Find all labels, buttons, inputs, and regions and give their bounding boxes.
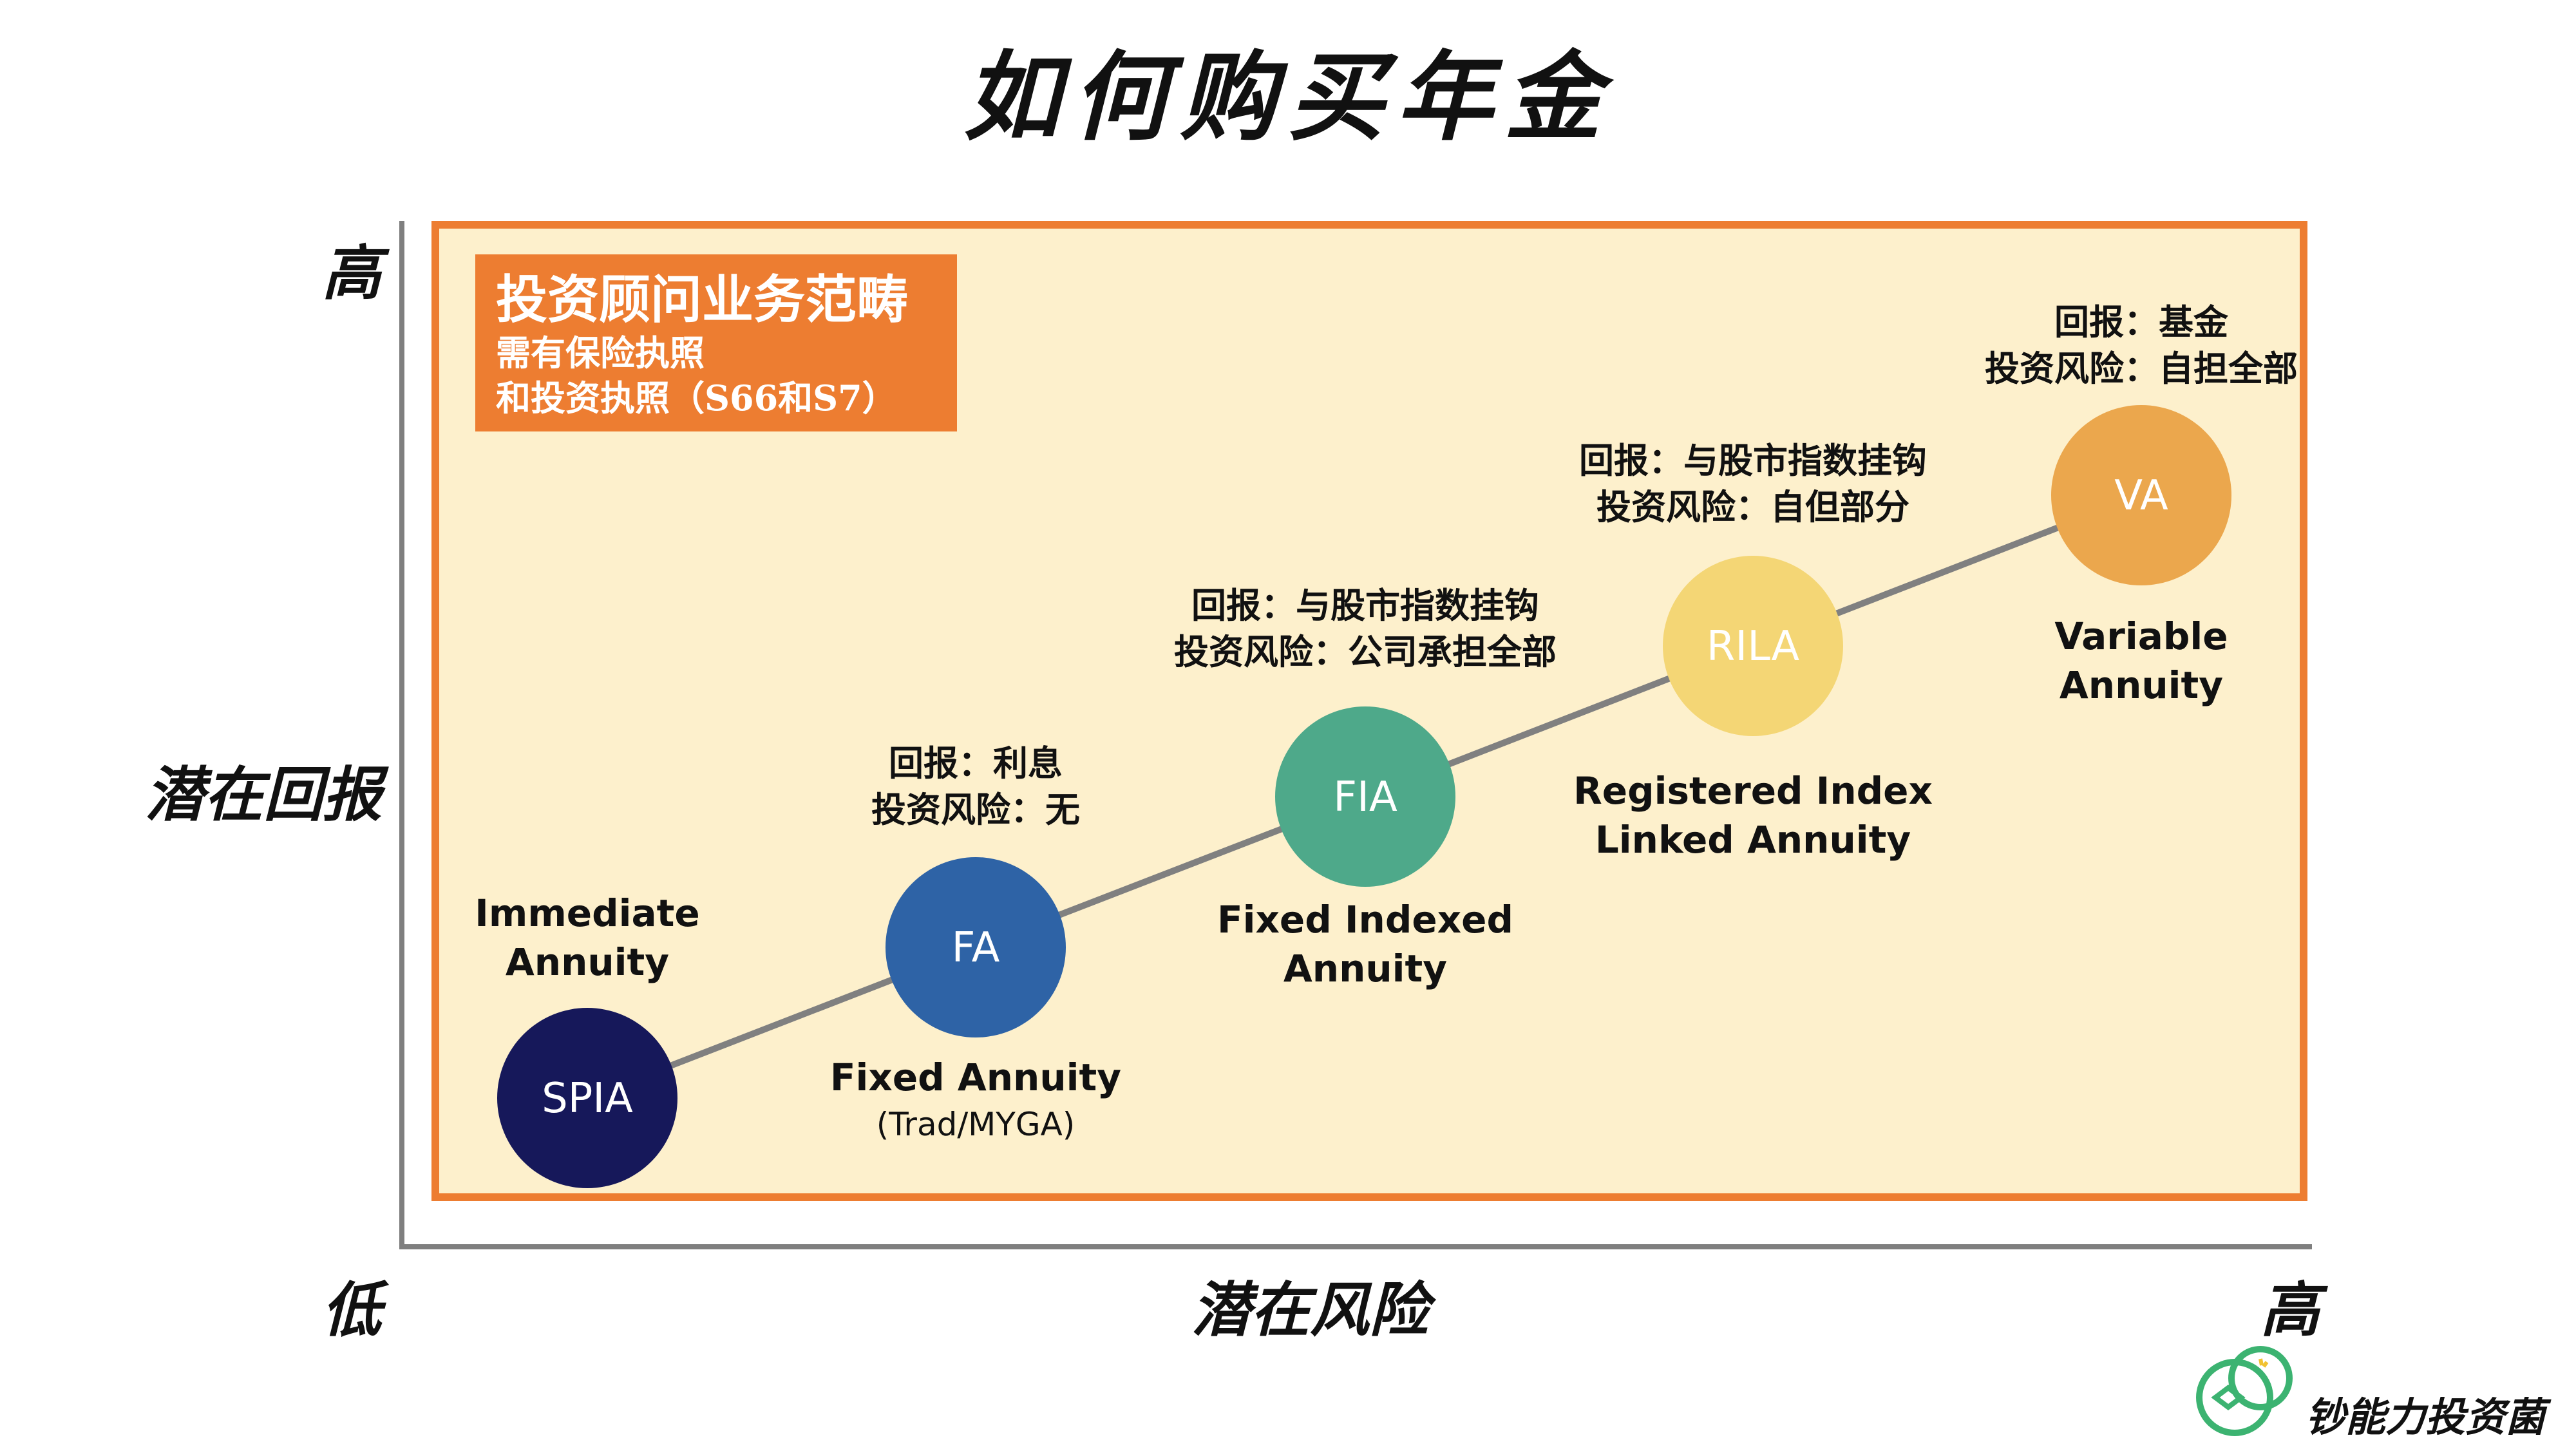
return-text: 回报：与股市指数挂钩 bbox=[1579, 440, 1927, 481]
product-caption-fa: 回报：利息投资风险：无 bbox=[718, 741, 1233, 833]
product-subtype: (Trad/MYGA) bbox=[876, 1106, 1075, 1143]
product-node-fia: FIA bbox=[1275, 706, 1455, 887]
product-caption-va: 回报：基金投资风险：自担全部 bbox=[1884, 299, 2399, 392]
product-circle bbox=[2051, 405, 2231, 585]
product-circle bbox=[1275, 706, 1455, 887]
product-node-spia: SPIA bbox=[497, 1008, 677, 1188]
product-name-line2: Annuity bbox=[2059, 663, 2224, 707]
brand-name: 钞能力投资菌 bbox=[2306, 1394, 2546, 1441]
y-axis-title: 潜在回报 bbox=[145, 761, 383, 829]
return-text: 回报：与股市指数挂钩 bbox=[1191, 585, 1539, 626]
x-axis-title: 潜在风险 bbox=[1191, 1276, 1429, 1345]
brand-logo-icon bbox=[2196, 1346, 2293, 1436]
product-name-line2: Annuity bbox=[505, 940, 670, 984]
scope-line-exam: 和投资执照（S66和S7） bbox=[496, 377, 897, 419]
product-name-fa: Fixed Annuity (Trad/MYGA) bbox=[718, 1053, 1233, 1147]
risk-text: 投资风险：自但部分 bbox=[1596, 487, 1909, 527]
product-abbr: RILA bbox=[1707, 623, 1799, 670]
product-name-line1: Fixed Annuity bbox=[829, 1056, 1122, 1099]
return-text: 回报：基金 bbox=[2054, 302, 2228, 343]
x-axis-line bbox=[399, 1244, 2312, 1249]
scope-title: 投资顾问业务范畴 bbox=[496, 269, 908, 330]
product-abbr: SPIA bbox=[542, 1075, 633, 1122]
product-circle bbox=[497, 1008, 677, 1188]
product-circle bbox=[886, 857, 1066, 1037]
x-axis-high-label: 高 bbox=[2260, 1276, 2320, 1345]
risk-text: 投资风险：公司承担全部 bbox=[1174, 632, 1557, 672]
product-abbr: FIA bbox=[1333, 773, 1397, 821]
axis-origin-low-label: 低 bbox=[322, 1276, 382, 1345]
product-abbr: FA bbox=[952, 924, 1000, 972]
scope-line-license: 需有保险执照 bbox=[496, 332, 705, 374]
product-name-line1: Immediate bbox=[475, 891, 700, 935]
product-node-rila: RILA bbox=[1663, 556, 1843, 736]
product-name-line2: Linked Annuity bbox=[1595, 818, 1911, 862]
scope-callout-box: 投资顾问业务范畴 需有保险执照 和投资执照（S66和S7） bbox=[475, 254, 957, 431]
product-caption-rila: 回报：与股市指数挂钩投资风险：自但部分 bbox=[1495, 438, 2011, 531]
y-axis-line bbox=[399, 221, 404, 1249]
y-axis-high-label: 高 bbox=[322, 239, 382, 308]
product-circle bbox=[1663, 556, 1843, 736]
risk-text: 投资风险：自担全部 bbox=[1985, 348, 2298, 389]
page-title: 如何购买年金 bbox=[963, 42, 1613, 154]
product-name-line1: Registered Index bbox=[1573, 769, 1933, 813]
product-caption-fia: 回报：与股市指数挂钩投资风险：公司承担全部 bbox=[1108, 583, 1623, 676]
product-abbr: VA bbox=[2114, 472, 2168, 520]
product-node-fa: FA bbox=[886, 857, 1066, 1037]
return-text: 回报：利息 bbox=[889, 743, 1063, 784]
product-name-line2: Annuity bbox=[1283, 947, 1448, 990]
product-node-va: VA bbox=[2051, 405, 2231, 585]
product-name-line1: Fixed Indexed bbox=[1217, 898, 1513, 942]
risk-text: 投资风险：无 bbox=[871, 790, 1080, 830]
product-name-line1: Variable bbox=[2054, 614, 2228, 658]
